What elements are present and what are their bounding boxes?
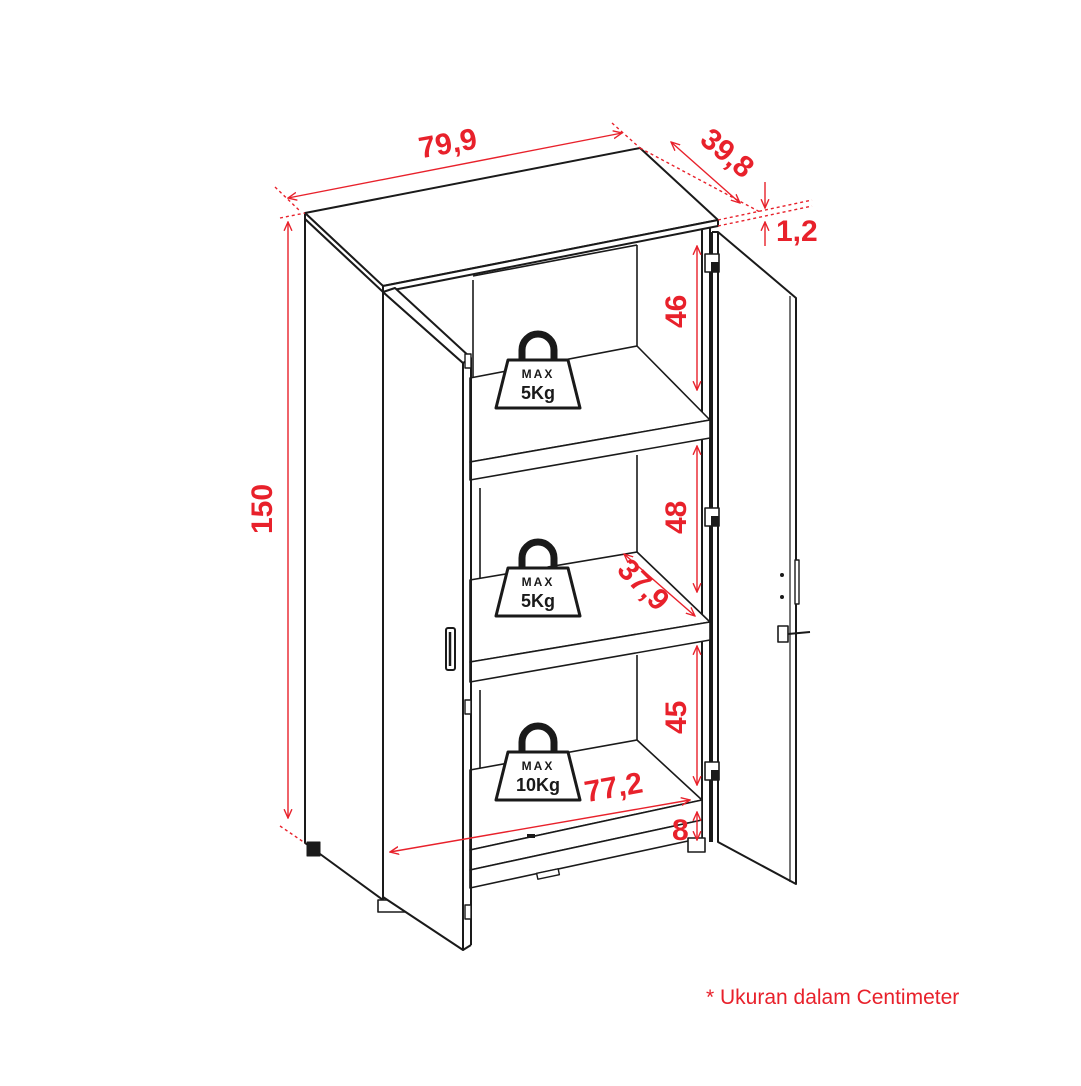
left-door — [382, 287, 472, 951]
weight-badge-2: MAX 5Kg — [494, 538, 582, 618]
weight-badge-1-value: 5Kg — [521, 383, 555, 403]
left-side-panel — [304, 218, 384, 901]
unit-note: * Ukuran dalam Centimeter — [706, 986, 960, 1009]
right-door — [704, 231, 811, 885]
weight-badge-3-value: 10Kg — [516, 775, 560, 795]
foot-left — [306, 841, 321, 857]
dim-height-label: 150 — [246, 484, 279, 534]
weight-badge-1: MAX 5Kg — [494, 330, 582, 410]
dim-depth-label: 39,8 — [694, 122, 760, 185]
weight-badge-1-label: MAX — [522, 367, 555, 381]
weight-badge-3: MAX 10Kg — [494, 722, 582, 802]
dim-width-label: 79,9 — [416, 123, 479, 166]
weight-badge-3-label: MAX — [522, 759, 555, 773]
dim-top-thickness-label: 1,2 — [776, 215, 818, 248]
dim-shelf-middle-label: 48 — [660, 501, 693, 534]
right-door-latch — [777, 625, 789, 643]
weight-badge-2-value: 5Kg — [521, 591, 555, 611]
foot-right — [687, 837, 706, 853]
weight-badge-2-label: MAX — [522, 575, 555, 589]
dimension-lines — [274, 122, 813, 852]
dim-shelf-bottom-label: 45 — [660, 701, 693, 734]
dim-shelf-top-label: 46 — [660, 295, 693, 328]
dim-plinth-label: 8 — [672, 814, 689, 847]
